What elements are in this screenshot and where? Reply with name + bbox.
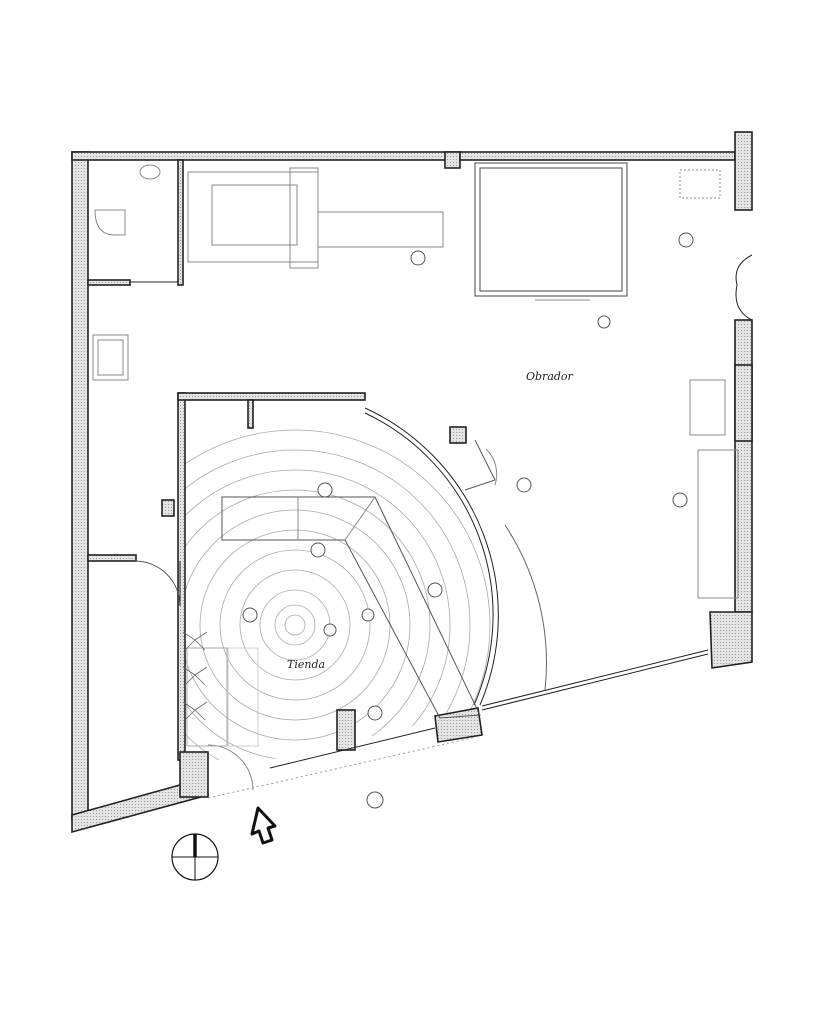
- room-label-obrador: Obrador: [526, 370, 573, 383]
- plants: [182, 631, 208, 721]
- room-label-tienda: Tienda: [287, 658, 326, 671]
- north-arrow-icon: [171, 833, 219, 881]
- entrance-arrow-icon: [250, 806, 277, 845]
- people: [242, 232, 694, 809]
- furniture: [92, 162, 739, 747]
- walls: [71, 131, 753, 834]
- floor-rings: [185, 429, 491, 760]
- glazing-and-lines: [130, 254, 753, 799]
